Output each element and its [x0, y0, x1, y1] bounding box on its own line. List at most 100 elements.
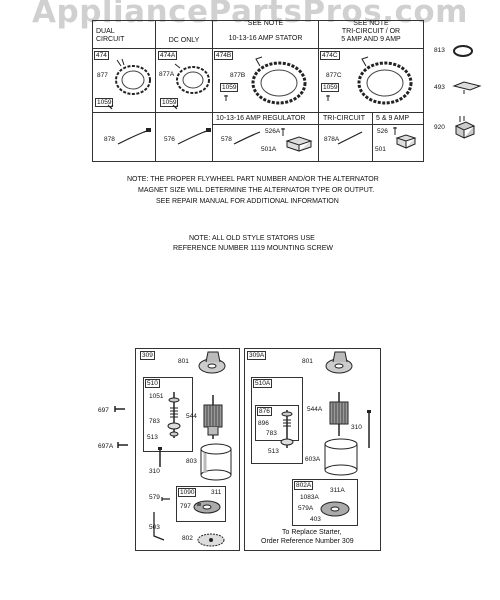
stator-note-line2: REFERENCE NUMBER 1119 MOUNTING SCREW	[173, 245, 333, 252]
table-divider	[155, 20, 156, 161]
part-label-697: 697	[98, 407, 109, 414]
part-label-877c: 877C	[326, 72, 342, 79]
part-label-311: 311	[211, 489, 222, 496]
drive-end-cap-drawing	[325, 351, 353, 374]
flywheel-note-line1: NOTE: THE PROPER FLYWHEEL PART NUMBER AN…	[127, 176, 379, 183]
wire-harness-drawing	[177, 128, 211, 145]
part-label-603a: 603A	[305, 456, 321, 463]
through-bolt-drawing	[367, 410, 371, 448]
part-label-513: 513	[147, 434, 158, 441]
screw-icon	[114, 406, 125, 412]
part-label-493: 493	[434, 84, 445, 91]
screw-icon	[107, 104, 114, 110]
part-label-896: 896	[258, 420, 269, 427]
wire-harness-drawing	[337, 131, 363, 145]
drive-gear-drawing	[167, 392, 181, 438]
screw-icon	[161, 497, 170, 501]
screw-icon	[281, 128, 285, 136]
table-divider	[212, 124, 423, 125]
screw-tag-1059: 1059	[321, 83, 340, 92]
stator-note-line1: NOTE: ALL OLD STYLE STATORS USE	[189, 235, 315, 242]
sub-box-510	[143, 377, 193, 452]
drive-gear-drawing	[280, 410, 294, 448]
part-label-1051: 1051	[149, 393, 164, 400]
drive-end-cap-drawing	[198, 351, 226, 374]
group-tag-474b: 474B	[214, 51, 234, 60]
sub-box-876	[255, 405, 299, 441]
10-13-16-amp-stator-drawing	[251, 56, 307, 105]
part-label-783: 783	[149, 418, 160, 425]
brush-assembly-drawing	[320, 501, 350, 517]
part-label-310: 310	[351, 424, 362, 431]
part-label-544: 544	[186, 413, 197, 420]
table-divider	[92, 48, 423, 49]
armature-drawing	[329, 392, 349, 436]
regulator-label: 10-13-16 AMP REGULATOR	[216, 115, 306, 122]
table-divider	[212, 20, 213, 161]
group-tag-474c: 474C	[320, 51, 340, 60]
part-label-526: 526	[377, 128, 388, 135]
part-label-403: 403	[310, 516, 321, 523]
screw-icon	[117, 442, 128, 448]
regulator-drawing	[285, 136, 313, 152]
part-label-803: 803	[186, 458, 197, 465]
part-label-801: 801	[302, 358, 313, 365]
group-tag-1090: 1090	[178, 488, 197, 497]
part-label-579: 579	[149, 494, 160, 501]
part-label-310: 310	[149, 468, 160, 475]
sub-box-802a	[292, 479, 358, 526]
end-cap-drawing	[197, 533, 225, 547]
part-label-579a: 579A	[298, 505, 314, 512]
part-label-526a: 526A	[265, 128, 281, 135]
motor-housing-drawing	[324, 438, 358, 476]
part-label-576: 576	[164, 136, 175, 143]
screw-icon	[224, 95, 228, 101]
part-label-801: 801	[178, 358, 189, 365]
flywheel-note-line2: MAGNET SIZE WILL DETERMINE THE ALTERNATO…	[138, 187, 375, 194]
group-tag-510a: 510A	[253, 379, 273, 388]
through-bolt-drawing	[158, 447, 162, 467]
part-label-501a: 501A	[261, 146, 277, 153]
group-tag-510: 510	[145, 379, 160, 388]
group-tag-309a: 309A	[247, 351, 267, 360]
motor-housing-drawing	[200, 443, 232, 481]
part-label-877a: 877A	[159, 71, 175, 78]
group-tag-474a: 474A	[158, 51, 178, 60]
table-divider	[318, 20, 319, 161]
stator-table-frame	[92, 20, 424, 162]
screw-icon	[393, 127, 397, 135]
part-label-783: 783	[266, 430, 277, 437]
header-dc-only: DC ONLY	[168, 37, 200, 44]
screw-tag-1059: 1059	[95, 98, 114, 107]
part-label-1083a: 1083A	[300, 494, 319, 501]
flywheel-note-line3: SEE REPAIR MANUAL FOR ADDITIONAL INFORMA…	[156, 198, 339, 205]
group-tag-802a: 802A	[294, 481, 314, 490]
part-label-802: 802	[182, 535, 193, 542]
table-divider	[92, 112, 423, 113]
armature-drawing	[203, 395, 223, 439]
part-label-878a: 878A	[324, 136, 340, 143]
part-label-878: 878	[104, 136, 115, 143]
part-label-797: 797	[180, 503, 191, 510]
replace-starter-line2: Order Reference Number 309	[261, 538, 354, 545]
brush-assembly-drawing	[193, 500, 221, 514]
bracket-drawing	[153, 512, 165, 541]
screw-icon	[172, 104, 179, 110]
watermark: AppliancePartsPros.com	[32, 0, 468, 30]
sub-box-510a	[251, 377, 303, 464]
screw-icon	[326, 95, 330, 101]
replace-starter-line1: To Replace Starter,	[282, 529, 342, 536]
dc-only-stator-drawing	[174, 63, 210, 94]
screw-tag-1059: 1059	[160, 98, 179, 107]
part-label-544a: 544A	[307, 406, 323, 413]
part-label-877b: 877B	[230, 72, 246, 79]
rectifier-drawing	[454, 116, 476, 139]
starter-309a-frame	[244, 348, 381, 551]
five-nine-amp-label: 5 & 9 AMP	[376, 115, 410, 122]
part-label-311a: 311A	[330, 487, 345, 494]
part-label-813: 813	[434, 47, 445, 54]
screw-tag-1059: 1059	[220, 83, 239, 92]
wire-harness-drawing	[117, 128, 151, 145]
